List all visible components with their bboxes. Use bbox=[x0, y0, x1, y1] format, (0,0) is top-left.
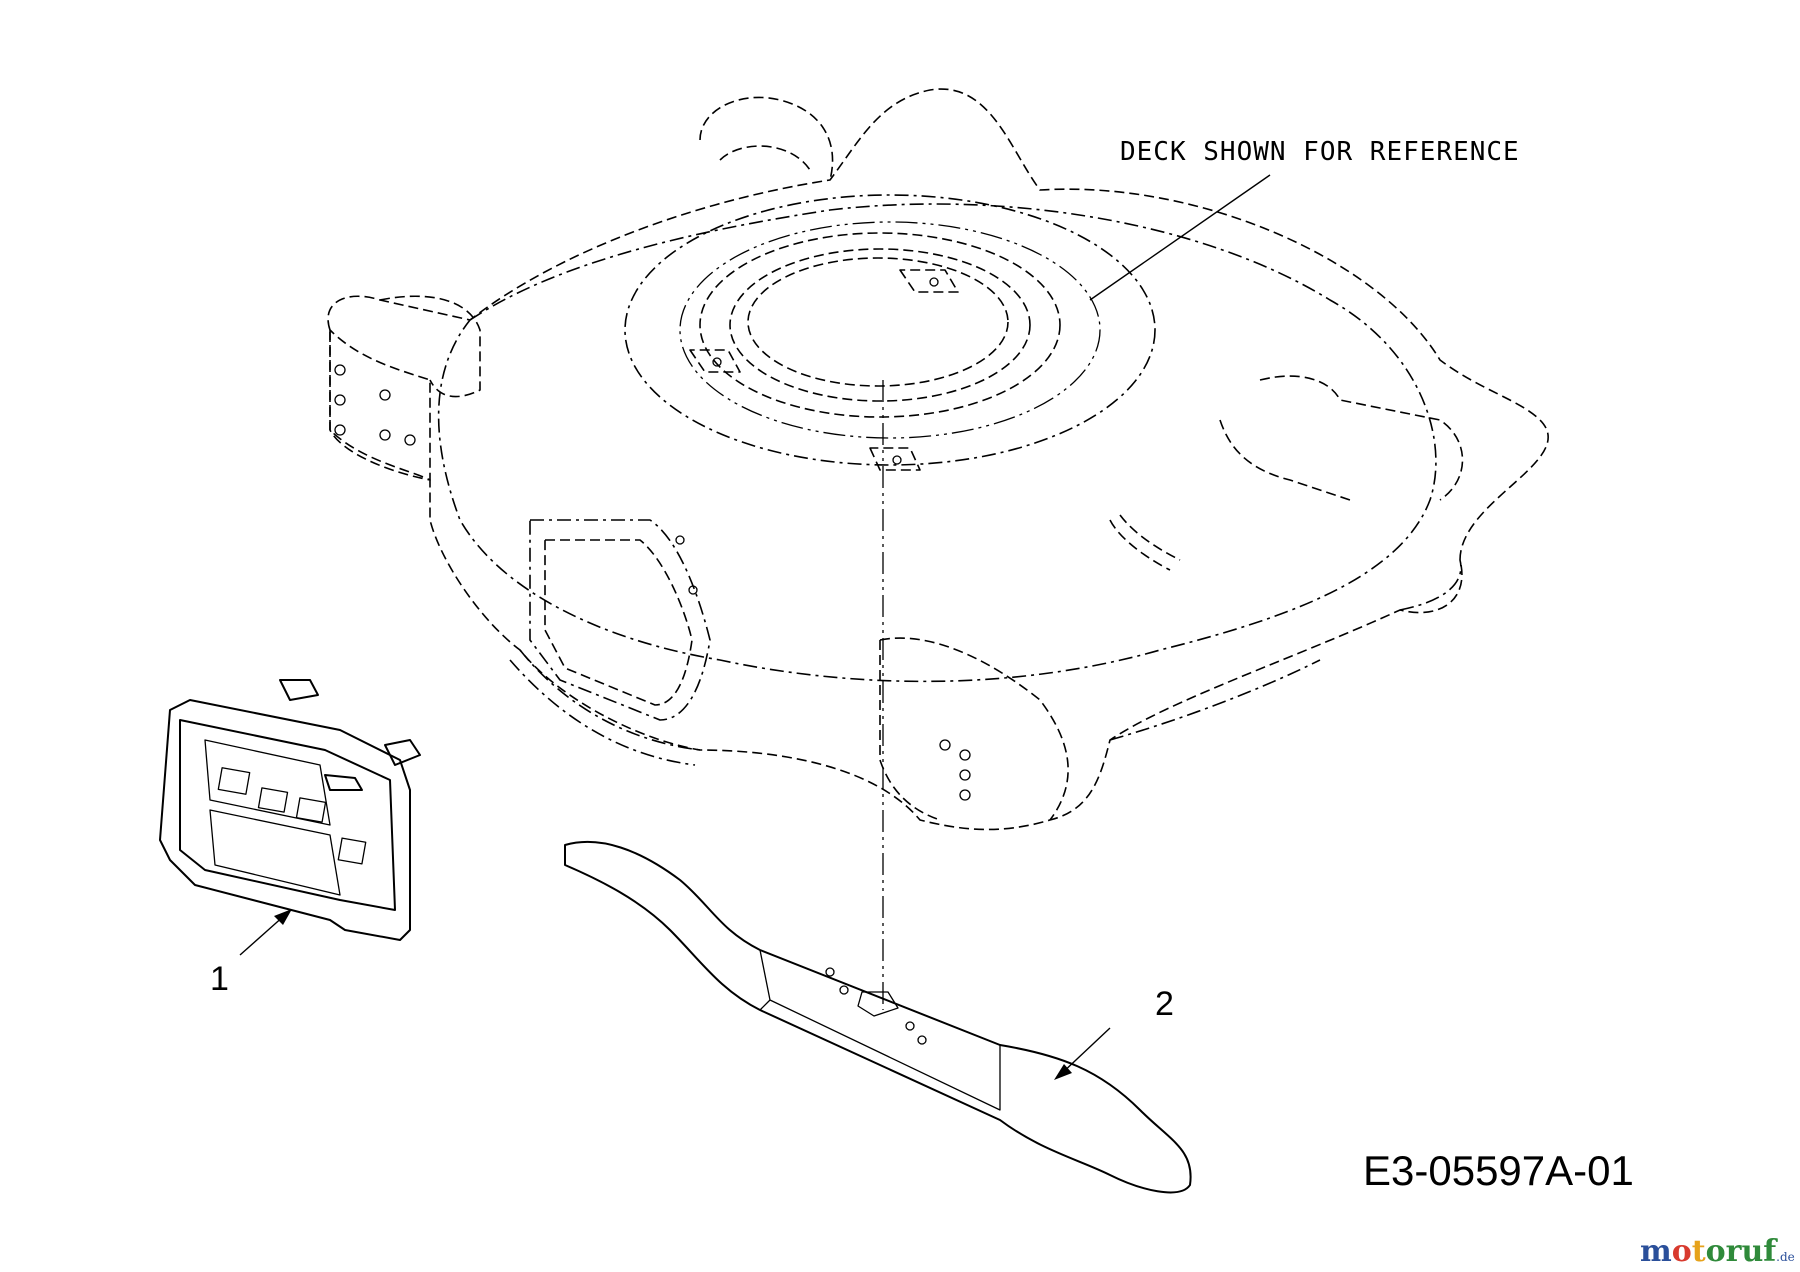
motoruf-watermark: motoruf.de bbox=[1640, 1234, 1795, 1269]
watermark-part-1: m bbox=[1640, 1234, 1672, 1269]
watermark-part-2: o bbox=[1671, 1234, 1692, 1269]
deck-bolt-holes-right bbox=[939, 739, 971, 801]
watermark-part-3: t bbox=[1691, 1234, 1706, 1269]
mower-deck bbox=[327, 88, 1549, 831]
watermark-part-4: oruf bbox=[1705, 1234, 1777, 1269]
deck-reference-label: DECK SHOWN FOR REFERENCE bbox=[1120, 137, 1520, 167]
callout-1-arrowhead bbox=[274, 909, 292, 925]
reference-leader-line bbox=[1089, 174, 1271, 301]
callout-number-1: 1 bbox=[210, 960, 229, 998]
callout-number-2: 2 bbox=[1155, 985, 1174, 1023]
drawing-code: E3-05597A-01 bbox=[1363, 1147, 1634, 1194]
callout-1-leader bbox=[239, 914, 286, 956]
blade-part bbox=[564, 841, 1192, 1194]
callout-2-leader bbox=[1059, 1027, 1111, 1076]
mulch-plug-part bbox=[159, 679, 421, 941]
deck-bolt-holes-left bbox=[334, 364, 416, 446]
watermark-tld: .de bbox=[1776, 1250, 1795, 1264]
callout-2-arrowhead bbox=[1054, 1064, 1072, 1080]
